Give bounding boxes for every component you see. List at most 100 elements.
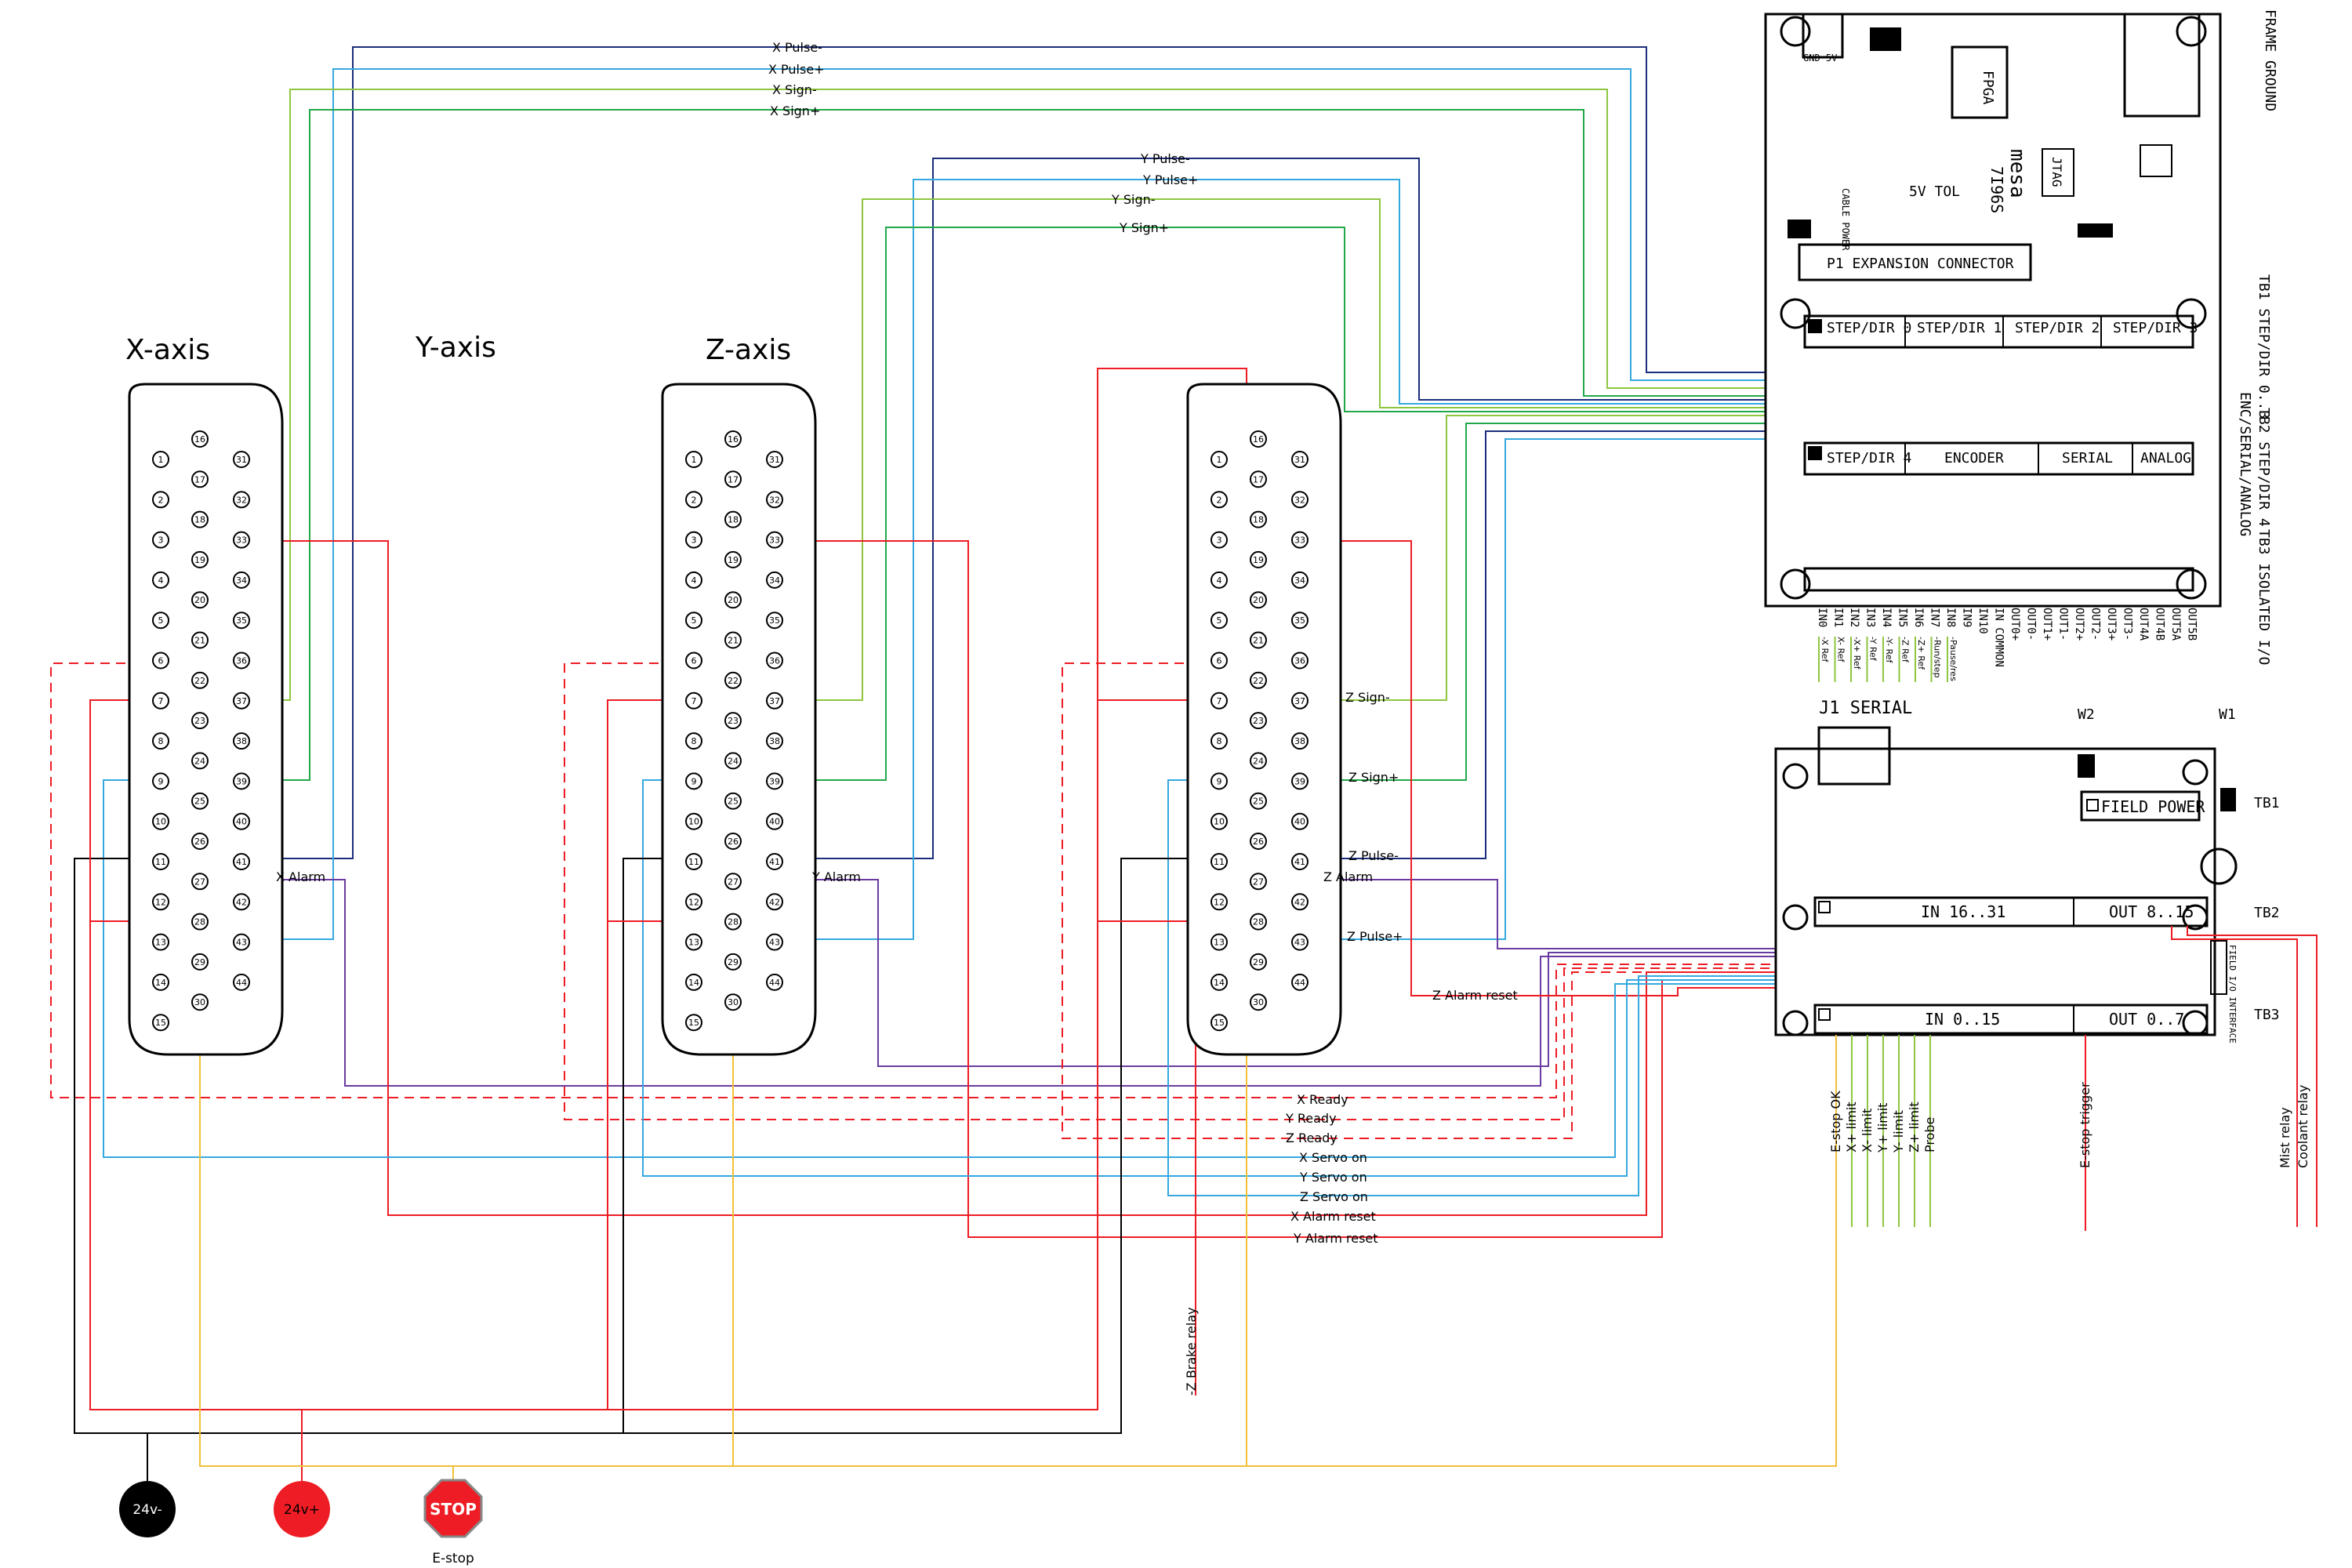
pin <box>1291 612 1308 630</box>
tb3-pin-label: OUT2- <box>2089 608 2102 641</box>
label-z-sign-plus: Z Sign+ <box>1348 770 1399 785</box>
label-x-sign-minus: X Sign- <box>772 82 817 97</box>
pin <box>724 631 742 649</box>
pin-number: 10 <box>1214 817 1225 827</box>
field-io-label: FIELD I/O INTERFACE <box>2227 945 2238 1044</box>
pin-number: 3 <box>158 535 164 546</box>
pin-number: 40 <box>236 817 247 827</box>
pin-number: 19 <box>1253 555 1264 565</box>
pin <box>685 933 702 951</box>
pin <box>191 550 209 568</box>
tb3-pin-label: OUT2+ <box>2073 608 2085 641</box>
pin-number: 10 <box>688 817 699 827</box>
pin-number: 22 <box>728 676 739 686</box>
pin-number: 16 <box>1253 434 1264 445</box>
pin-number: 14 <box>155 978 166 988</box>
pin-number: 41 <box>1294 857 1305 867</box>
pin <box>1291 732 1308 750</box>
pin-number: 1 <box>1217 455 1222 465</box>
pin <box>191 993 209 1011</box>
pin-number: 20 <box>194 595 205 605</box>
pin-number: 1 <box>158 455 164 465</box>
label-y-ready: Y Ready <box>1285 1111 1337 1126</box>
pin-number: 31 <box>236 455 247 465</box>
db44-connector-3: 1234567891011121314151617181920212223242… <box>1186 383 1342 1056</box>
pin-number: 27 <box>728 877 739 887</box>
pin-number: 21 <box>728 636 739 646</box>
pin-number: 24 <box>1253 756 1264 766</box>
tb3-right-label: TB3 ISOLATED I/O <box>2256 529 2272 665</box>
tb2-block-1: ENCODER <box>1944 450 2004 466</box>
pin <box>1291 451 1308 468</box>
pin-number: 34 <box>1294 575 1305 586</box>
pin <box>1210 491 1228 509</box>
pin <box>152 691 169 710</box>
field-power-label: FIELD POWER <box>2101 797 2205 816</box>
label-x-alarm: X Alarm <box>276 869 325 884</box>
pin <box>1250 510 1267 528</box>
pin <box>191 671 209 689</box>
tb3-pin-label: IN0 <box>1816 608 1828 627</box>
stop-label: STOP <box>430 1500 477 1519</box>
pin <box>152 1014 169 1032</box>
pin-number: 13 <box>688 938 699 948</box>
pin-number: 20 <box>1253 595 1264 605</box>
pin-number: 41 <box>236 857 247 867</box>
pin-number: 12 <box>1214 897 1225 907</box>
wire-x-alarm-reset <box>208 540 1863 1216</box>
pin <box>1250 953 1267 971</box>
label-x-alarm-reset: X Alarm reset <box>1290 1209 1376 1224</box>
tb3-input-label: -Z+ Ref <box>1916 637 1926 670</box>
pin-number: 18 <box>728 515 739 525</box>
pin <box>685 691 702 710</box>
pin-number: 2 <box>158 495 164 505</box>
pin <box>724 752 742 770</box>
mesa-7i84-board: J1 SERIAL W2 W1 FIELD POWER TB1 TB2 TB3 … <box>1774 699 2318 1231</box>
tb1-block-2: STEP/DIR 2 <box>2015 320 2100 336</box>
tb3-pin-label: OUT5A <box>2169 608 2182 641</box>
pin <box>152 973 169 991</box>
pin <box>724 833 742 850</box>
pin-number: 44 <box>1294 978 1305 988</box>
pin-number: 23 <box>1253 716 1264 726</box>
pin <box>766 571 783 589</box>
tb3-pin-label: IN6 <box>1912 608 1925 627</box>
pin <box>1291 772 1308 790</box>
pin-number: 34 <box>769 575 780 586</box>
pin-number: 29 <box>1253 957 1264 967</box>
pin-number: 26 <box>1253 837 1264 847</box>
pin-number: 2 <box>691 495 697 505</box>
pin <box>233 812 250 830</box>
pin <box>724 712 742 730</box>
pin-number: 42 <box>769 897 780 907</box>
pin-number: 32 <box>1294 495 1305 505</box>
pin-number: 7 <box>691 696 697 706</box>
pin <box>724 953 742 971</box>
pin <box>233 531 250 549</box>
input-label: Y+ limit <box>1875 1103 1890 1153</box>
pin-number: 12 <box>155 897 166 907</box>
label-z-alarm: Z Alarm <box>1323 869 1373 884</box>
pin-number: 5 <box>1217 615 1222 626</box>
pin-number: 27 <box>1253 877 1264 887</box>
label-z-pulse-plus: Z Pulse+ <box>1347 929 1403 944</box>
tb3-pin-label: OUT5B <box>2186 608 2198 641</box>
label-y-sign-plus: Y Sign+ <box>1119 220 1169 235</box>
pin <box>1291 531 1308 549</box>
label-y-servo-on: Y Servo on <box>1299 1170 1367 1185</box>
in-16-31-label: IN 16..31 <box>1921 902 2005 921</box>
pin <box>724 470 742 488</box>
pin <box>1291 812 1308 830</box>
pin <box>1250 470 1267 488</box>
pin <box>1250 671 1267 689</box>
pin <box>1250 591 1267 609</box>
pin <box>152 772 169 790</box>
pin-number: 28 <box>728 917 739 927</box>
pin <box>685 732 702 750</box>
pin <box>191 833 209 850</box>
pin-number: 39 <box>1294 776 1305 786</box>
24v-minus-label: 24v- <box>132 1502 162 1518</box>
pin-number: 29 <box>728 957 739 967</box>
pin-number: 41 <box>769 857 780 867</box>
